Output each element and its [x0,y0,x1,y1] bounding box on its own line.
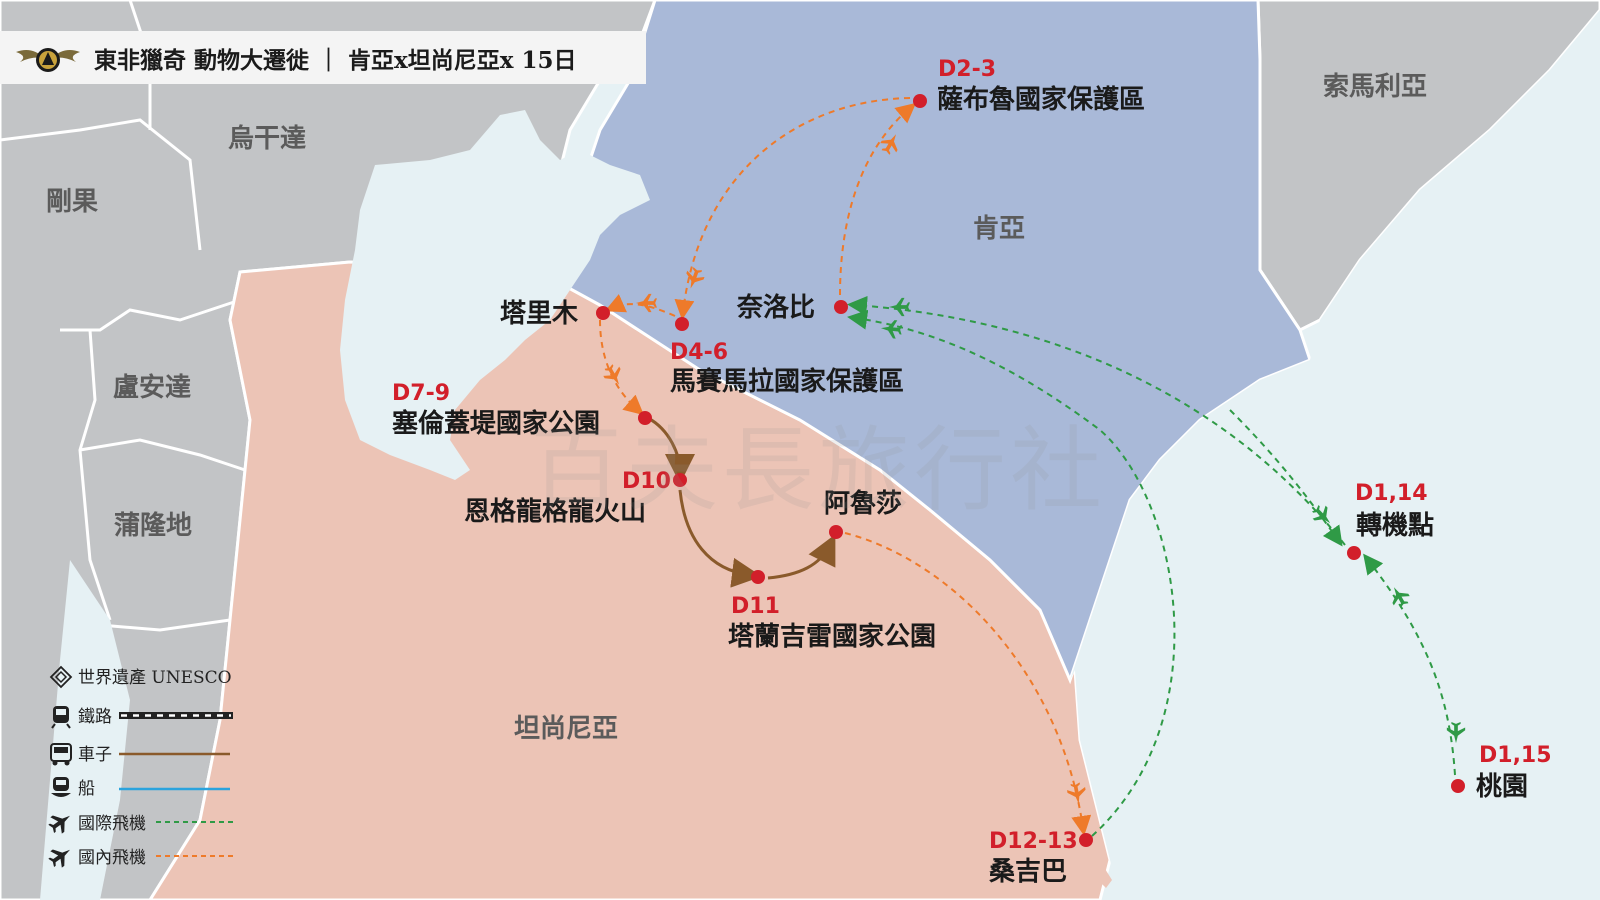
country-label-rwanda: 盧安達 [113,373,191,403]
stop-name-label: 塞倫蓋堤國家公園 [392,408,600,439]
country-label-somalia: 索馬利亞 [1323,72,1427,102]
country-label-burundi: 蒲隆地 [114,511,192,541]
legend-label: 鐵路 [78,707,112,727]
legend-rail: 鐵路 [51,706,233,729]
stop-day-label: D7-9 [392,381,450,406]
legend-label: 船 [78,779,95,799]
train-icon [51,706,71,729]
stop-taoyuan[interactable]: D1,15 桃園 [1451,743,1552,802]
stop-day-label: D1,15 [1479,743,1552,768]
route-domestic-arusha-zanzibar [844,532,1092,836]
legend-car: 車子 [50,743,230,766]
country-label-kenya: 肯亞 [973,214,1025,244]
lake-victoria [340,110,650,480]
stop-arusha[interactable]: 阿魯莎 [824,489,902,539]
route-car-ngorongoro-tarangire [678,489,762,588]
stop-name-label: 桑吉巴 [989,857,1067,887]
stop-name-label: 馬賽馬拉國家保護區 [670,366,904,397]
stop-transit[interactable]: D1,14 轉機點 [1347,481,1434,560]
stop-tarime[interactable]: 塔里木 [500,299,610,329]
stop-name-label: 薩布魯國家保護區 [937,84,1145,115]
watermark: 百夫長旅行社 [530,417,1107,524]
boat-icon [51,777,71,797]
route-intl-taoyuan-transit [1363,553,1456,776]
stop-name-label: 桃園 [1476,772,1528,802]
legend-label: 車子 [78,745,112,765]
stop-name-label: 轉機點 [1356,510,1434,541]
route-intl-transit-nairobi [847,295,1346,546]
legend-domestic: 國內飛機 [45,841,233,872]
stop-zanzibar[interactable]: D12-13 桑吉巴 [989,829,1093,887]
stop-name-label: 塔里木 [500,299,578,329]
stop-name-label: 恩格龍格龍火山 [464,496,646,527]
stop-day-label: D1,14 [1355,481,1428,506]
stop-samburu[interactable]: D2-3 薩布魯國家保護區 [913,57,1145,115]
stop-name-label: 阿魯莎 [824,489,902,519]
route-intl-nairobi-transit [1229,409,1343,547]
stop-name-label: 塔蘭吉雷國家公園 [728,621,936,652]
legend-label: 國際飛機 [78,814,146,834]
legend-unesco: 世界遺產 UNESCO [49,665,232,689]
legend: 世界遺產 UNESCO 鐵路 車子 [45,665,233,872]
stop-day-label: D2-3 [938,57,996,82]
stop-day-label: D12-13 [989,829,1078,854]
winged-logo-icon [16,47,80,72]
route-car-tarangire-arusha [767,534,836,580]
legend-intl: 國際飛機 [45,807,233,838]
bus-icon [50,743,72,766]
route-domestic-nairobi-samburu [839,102,917,296]
title-bar: 東非獵奇 動物大遷徙 ｜ 肯亞x坦尚尼亞x 15日 [0,31,646,84]
country-label-uganda: 烏干達 [228,123,306,154]
stop-day-label: D4-6 [670,340,728,365]
page-title: 東非獵奇 動物大遷徙 ｜ 肯亞x坦尚尼亞x 15日 [94,46,577,74]
stop-name-label: 奈洛比 [736,292,815,323]
route-domestic-samburu-masaimara [674,97,911,320]
stop-nairobi[interactable]: 奈洛比 [736,292,848,323]
legend-boat: 船 [51,777,230,799]
legend-label: 國內飛機 [78,848,146,868]
lake-tanganyika [40,560,130,900]
stop-day-label: D11 [731,594,780,619]
stop-masaimara[interactable]: D4-6 馬賽馬拉國家保護區 [670,317,904,397]
stop-day-label: D10 [622,469,671,494]
route-domestic-tarime-serengeti [599,319,645,416]
route-intl-zanzibar-nairobi [847,309,1176,837]
stop-ngorongoro[interactable]: D10 恩格龍格龍火山 [464,469,687,527]
stop-tarangire[interactable]: D11 塔蘭吉雷國家公園 [728,570,936,652]
country-label-congo: 剛果 [46,187,98,217]
unesco-icon [49,665,73,689]
route-car-serengeti-ngorongoro [647,416,695,484]
indian-ocean [1070,10,1600,900]
legend-label: 世界遺產 UNESCO [78,668,232,688]
route-domestic-masaimara-tarime [604,293,676,317]
stop-serengeti[interactable]: D7-9 塞倫蓋堤國家公園 [392,381,652,439]
country-label-tanzania: 坦尚尼亞 [514,714,618,744]
